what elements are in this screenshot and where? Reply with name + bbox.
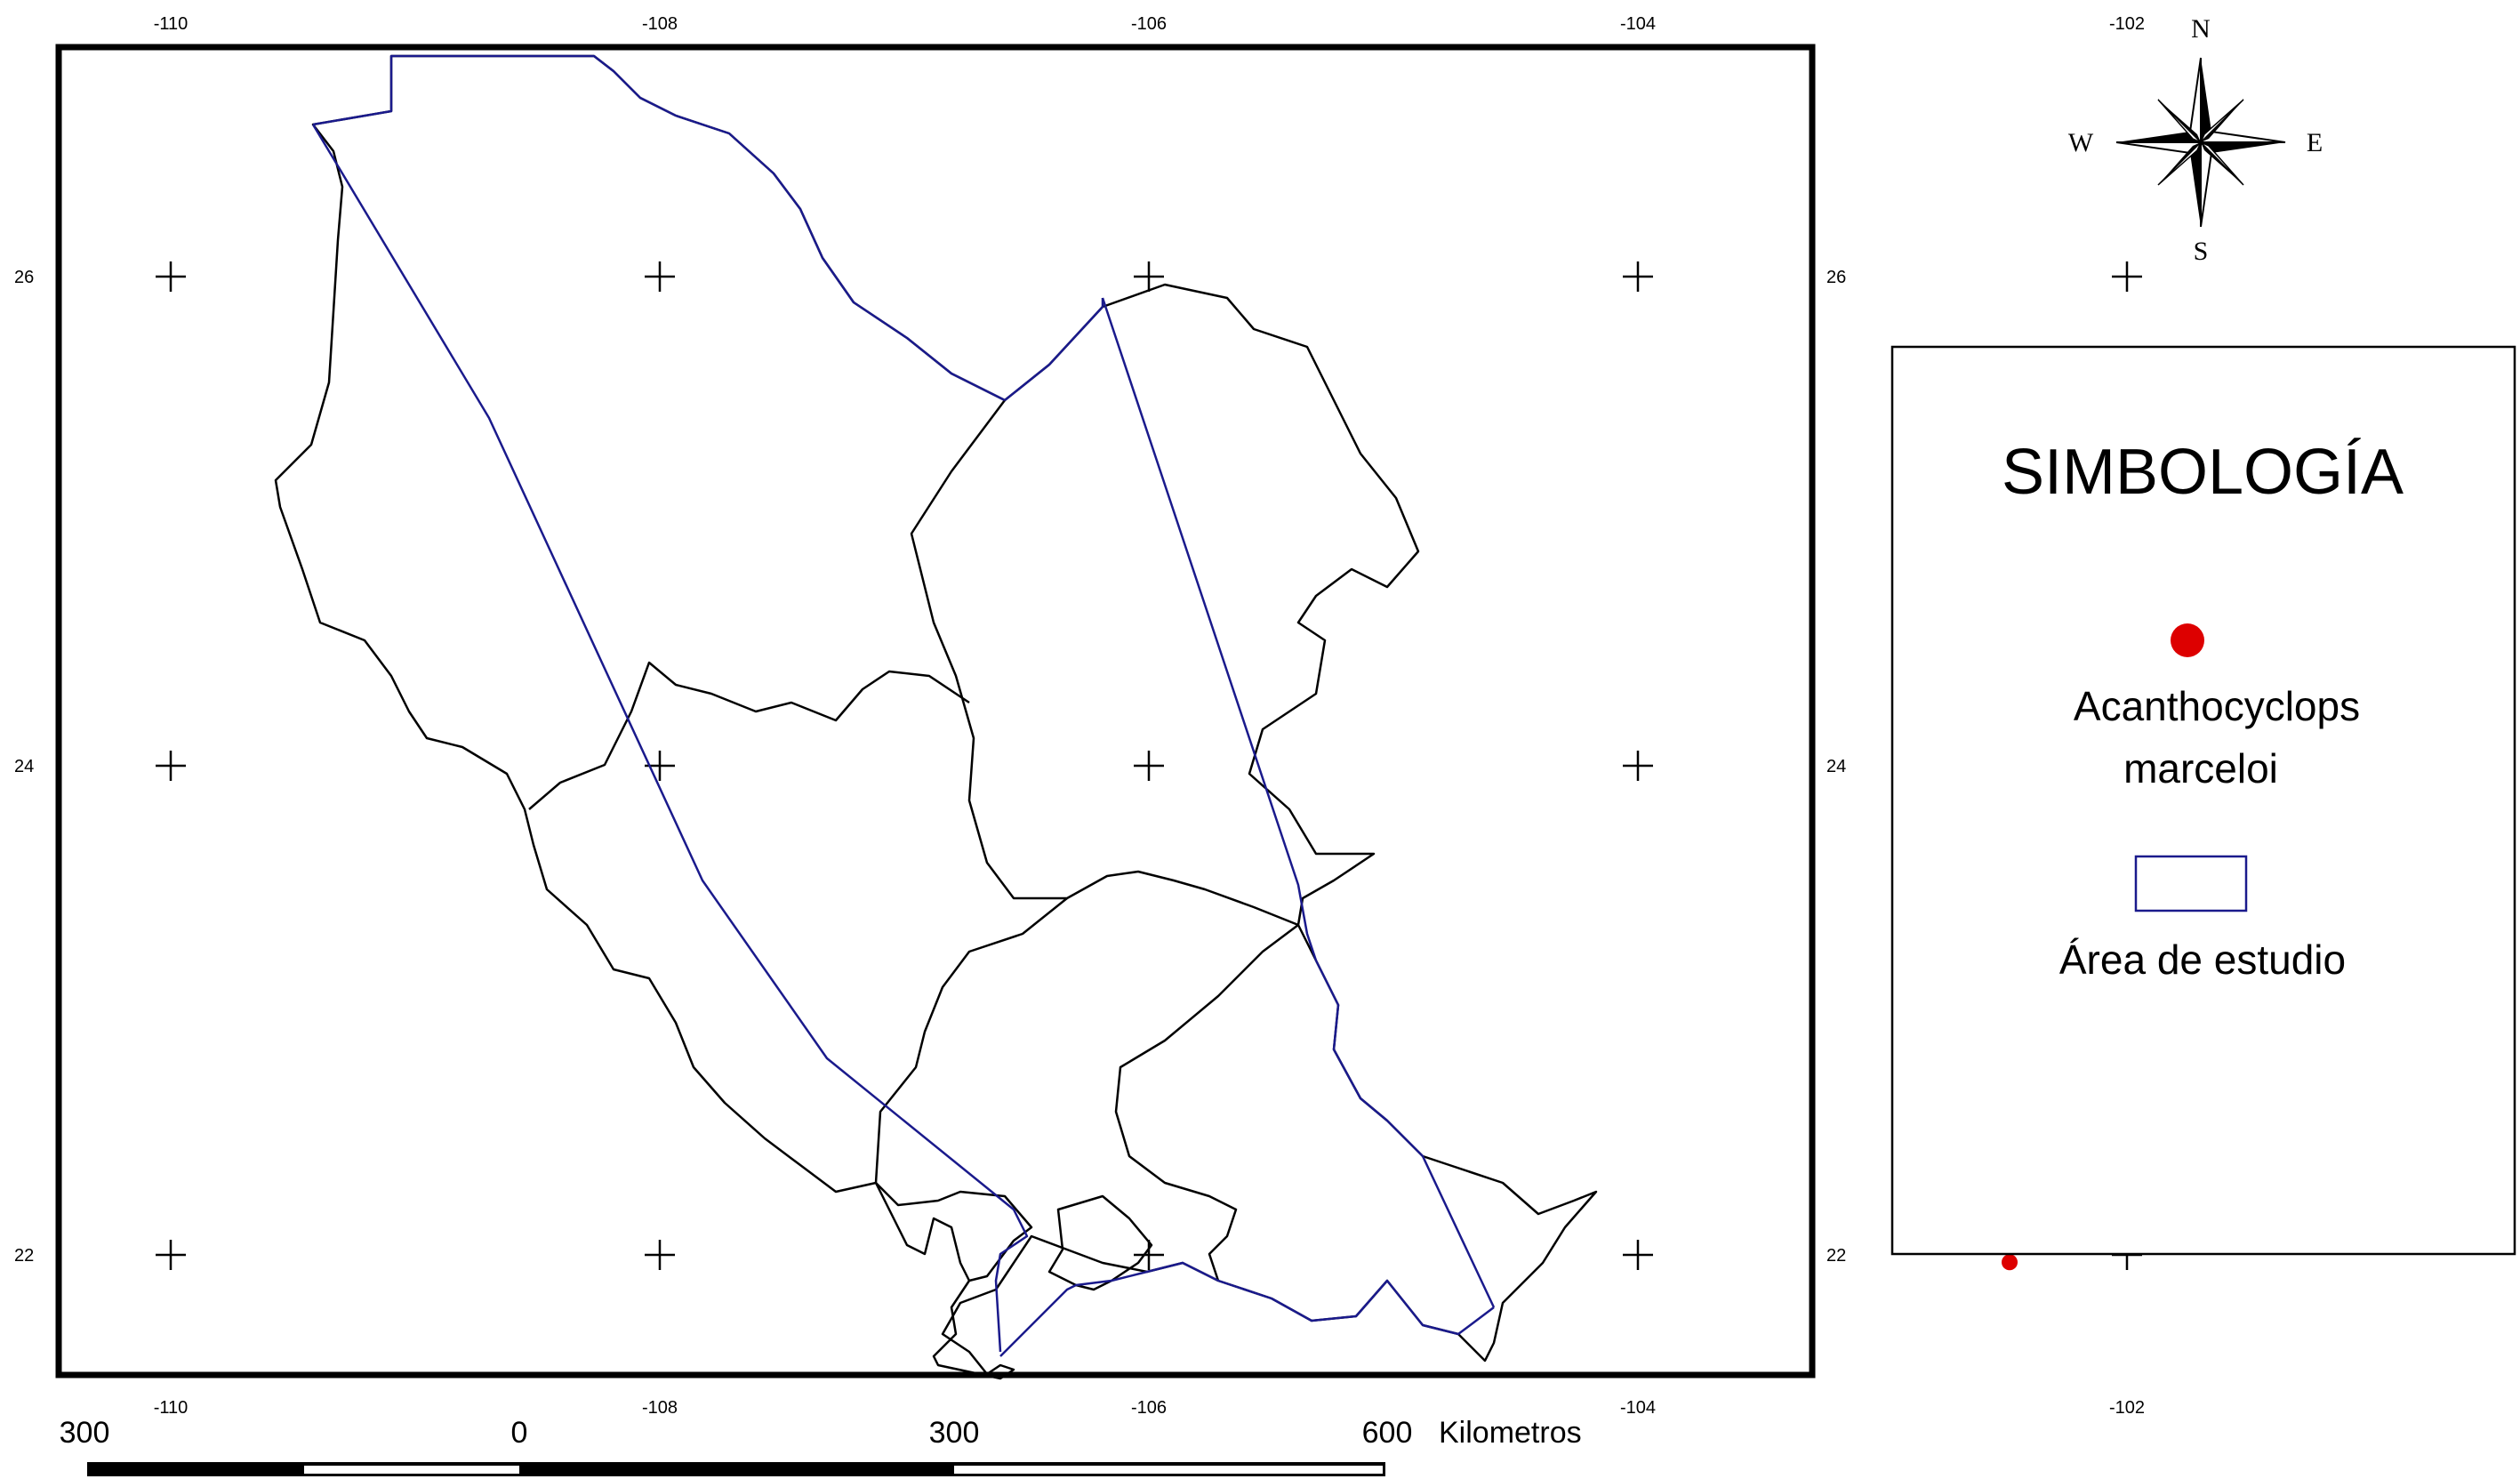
study-area-diagonal-east: [1101, 297, 1496, 1308]
graticule-cross: [156, 751, 186, 781]
coordinate-labels: -110 -110 -108 -108 -106 -106 -104 -104 -102 -102…: [14, 14, 2145, 1418]
lon-tick-label-top: -106: [1131, 14, 1167, 34]
lat-tick-label-left: 22: [14, 1246, 34, 1266]
graticule-cross: [1134, 261, 1164, 292]
compass-e: E: [2307, 128, 2323, 157]
lon-tick-label-top: -108: [642, 14, 678, 34]
boundary-durango-coahuila: [874, 897, 1068, 1184]
legend-species-line2: marceloi: [2123, 745, 2278, 792]
legend-area-label: Área de estudio: [2059, 936, 2346, 983]
legend-title: SIMBOLOGÍA: [2002, 437, 2404, 508]
lon-tick-label-bottom: -110: [154, 1398, 189, 1418]
map-frame: [55, 44, 1816, 1379]
legend: SIMBOLOGÍA Acanthocyclops marceloi Área …: [1890, 345, 2516, 1256]
legend-species-line1: Acanthocyclops: [2074, 683, 2360, 729]
graticule-cross: [156, 261, 186, 292]
lat-tick-label-right: 26: [1826, 268, 1846, 287]
lat-tick-label-left: 26: [14, 268, 34, 287]
graticule-cross: [645, 261, 675, 292]
lat-tick-label-right: 24: [1826, 757, 1846, 776]
north-arrow-icon: [2115, 57, 2286, 228]
legend-box: [1890, 345, 2516, 1256]
study-area: [311, 54, 1496, 1357]
compass-s: S: [2194, 237, 2209, 266]
lon-tick-label-bottom: -104: [1620, 1398, 1656, 1418]
scale-label-4: 600: [1362, 1416, 1413, 1450]
lat-tick-label-right: 22: [1826, 1246, 1846, 1266]
graticule-cross: [156, 1240, 186, 1270]
study-area-diagonal-west: [311, 124, 1029, 1353]
scale-label-1: 300: [60, 1416, 110, 1450]
scale-label-2: 0: [511, 1416, 528, 1450]
lon-tick-label-top: -104: [1620, 14, 1656, 34]
compass-rose: N S E W: [2068, 14, 2323, 266]
boundary-sinaloa-nayarit: [874, 1182, 971, 1282]
boundary-chihuahua-durango: [528, 661, 970, 810]
scale-bar-segment-white-1: [304, 1466, 519, 1474]
study-area-west-line: [312, 54, 1006, 402]
record-point: [2002, 1254, 2018, 1271]
lon-tick-label-top: -110: [154, 14, 189, 34]
legend-area-symbol: [2134, 855, 2248, 912]
study-area-north-east: [1004, 298, 1104, 401]
scale-label-3: 300: [929, 1416, 980, 1450]
lon-tick-label-bottom: -108: [642, 1398, 678, 1418]
graticule-cross: [1134, 1240, 1164, 1270]
legend-point-symbol: [2171, 623, 2204, 657]
graticule-cross: [1623, 1240, 1653, 1270]
compass-w: W: [2068, 128, 2094, 157]
scale-bar: 300 0 300 600 Kilometros: [60, 1416, 1582, 1476]
study-area-south-line: [999, 1261, 1495, 1357]
lon-tick-label-bottom: -106: [1131, 1398, 1167, 1418]
compass-n: N: [2191, 14, 2211, 44]
graticule-cross: [1134, 751, 1164, 781]
graticule-cross: [2112, 261, 2142, 292]
scale-bar-segment-white-2: [954, 1466, 1383, 1474]
graticule-cross: [1623, 751, 1653, 781]
boundary-zacatecas: [1114, 924, 1299, 1282]
lon-tick-label-top: -102: [2109, 14, 2145, 34]
lat-tick-label-left: 24: [14, 757, 34, 776]
boundary-chihuahua-coahuila: [910, 399, 1299, 927]
lon-tick-label-bottom: -102: [2109, 1398, 2145, 1418]
graticule-cross: [645, 1240, 675, 1270]
scale-unit: Kilometros: [1439, 1416, 1582, 1450]
graticule-cross: [1623, 261, 1653, 292]
